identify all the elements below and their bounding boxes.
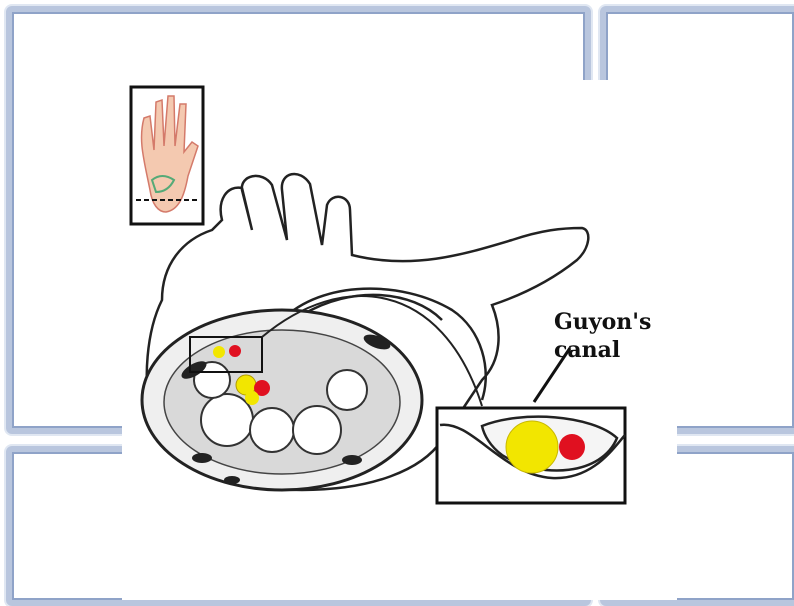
wrist-cross-section-figure: Guyon's canal	[122, 80, 677, 600]
artery-circle-icon	[559, 434, 585, 460]
guyon-canal-callout-box	[435, 406, 627, 505]
ulnar-artery-dot	[254, 380, 270, 396]
guyon-canal-label: Guyon's canal	[554, 308, 651, 364]
label-pointer-line	[532, 347, 572, 403]
nerve-circle-icon	[505, 420, 559, 474]
guyon-label-line2: canal	[554, 337, 621, 363]
wrist-anatomy-illustration	[129, 85, 627, 505]
guyon-label-line1: Guyon's	[554, 309, 652, 335]
guyon-region-box	[189, 336, 263, 373]
wrist-cross-section	[140, 308, 424, 492]
zoom-connector-line	[261, 295, 483, 407]
hand-inset-thumbnail	[129, 85, 205, 226]
